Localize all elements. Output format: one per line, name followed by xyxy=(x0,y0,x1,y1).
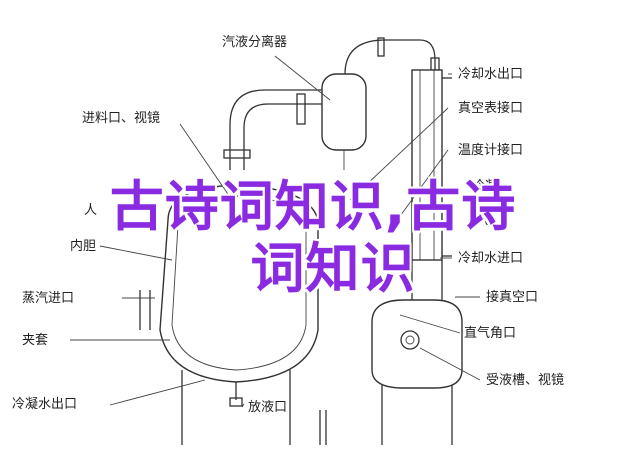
supports xyxy=(139,290,453,445)
label-inner-bladder: 内胆 xyxy=(70,238,96,254)
overlay-title-line-2: 词知识 xyxy=(250,237,416,300)
label-straight-angle-port: 直气角口 xyxy=(464,325,516,341)
label-condensate-outlet: 冷凝水出口 xyxy=(12,396,77,412)
leader-lines xyxy=(70,55,481,408)
label-vacuum-gauge-port: 真空表接口 xyxy=(458,100,523,116)
separator-vessel xyxy=(321,37,440,170)
label-vacuum-port: 接真空口 xyxy=(486,289,538,305)
main-vessel xyxy=(159,184,319,407)
label-jacket: 夹套 xyxy=(22,332,48,348)
label-thermometer-port: 温度计接口 xyxy=(458,142,523,158)
label-steam-inlet: 蒸汽进口 xyxy=(22,291,74,306)
label-cooling-water-inlet: 冷却水进口 xyxy=(458,251,523,266)
label-condenser-partial: 冷凝 xyxy=(472,178,498,194)
label-separator: 汽液分离器 xyxy=(222,34,287,50)
label-condenser-partial2: 气 xyxy=(476,212,489,228)
label-feed-sight: 进料口、视镜 xyxy=(82,111,160,126)
label-receiver-sight: 受液槽、视镜 xyxy=(486,373,564,388)
label-partial-inner: 人 xyxy=(84,203,97,218)
label-cooling-water-outlet: 冷却水出口 xyxy=(458,67,523,82)
label-discharge: 放液口 xyxy=(248,400,287,415)
vapor-pipe xyxy=(223,89,322,170)
overlay-title-line-1: 古诗词知识,古诗 xyxy=(109,175,517,238)
